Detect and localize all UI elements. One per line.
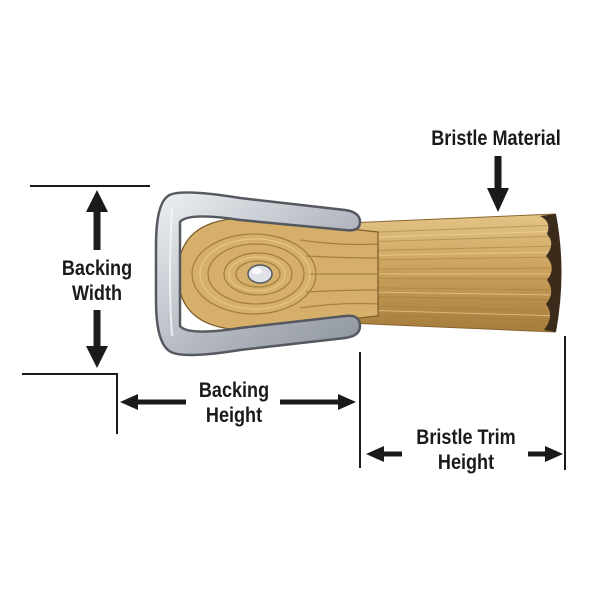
rivet <box>247 264 273 284</box>
wood-grain <box>191 233 379 315</box>
bristle-trim-arrowhead-right <box>545 446 563 462</box>
dimension-lines <box>22 156 566 470</box>
backing-height-arrowhead-left <box>120 394 138 410</box>
bristle-material-arrowhead <box>487 188 509 212</box>
bristle-tips <box>540 214 562 332</box>
backing-height-label-line1: Backing <box>198 379 270 402</box>
backing-width-arrowhead-down <box>86 346 108 368</box>
arrowheads <box>86 188 563 462</box>
backing-width-label-line2: Width <box>72 282 122 305</box>
wood-core <box>177 217 379 331</box>
backing-height-arrowhead-right <box>338 394 356 410</box>
backing-height-label-line2: Height <box>205 404 263 427</box>
metal-backing <box>154 191 362 357</box>
bristle-trim-arrowhead-left <box>366 446 384 462</box>
backing-width-label-line1: Backing <box>61 257 133 280</box>
bristle-trim-height-label-line2: Height <box>437 451 495 474</box>
bristle-trim-height-label-line1: Bristle Trim <box>416 426 516 449</box>
backing-width-arrowhead-up <box>86 190 108 212</box>
bristle-material-label: Bristle Material <box>431 127 561 150</box>
